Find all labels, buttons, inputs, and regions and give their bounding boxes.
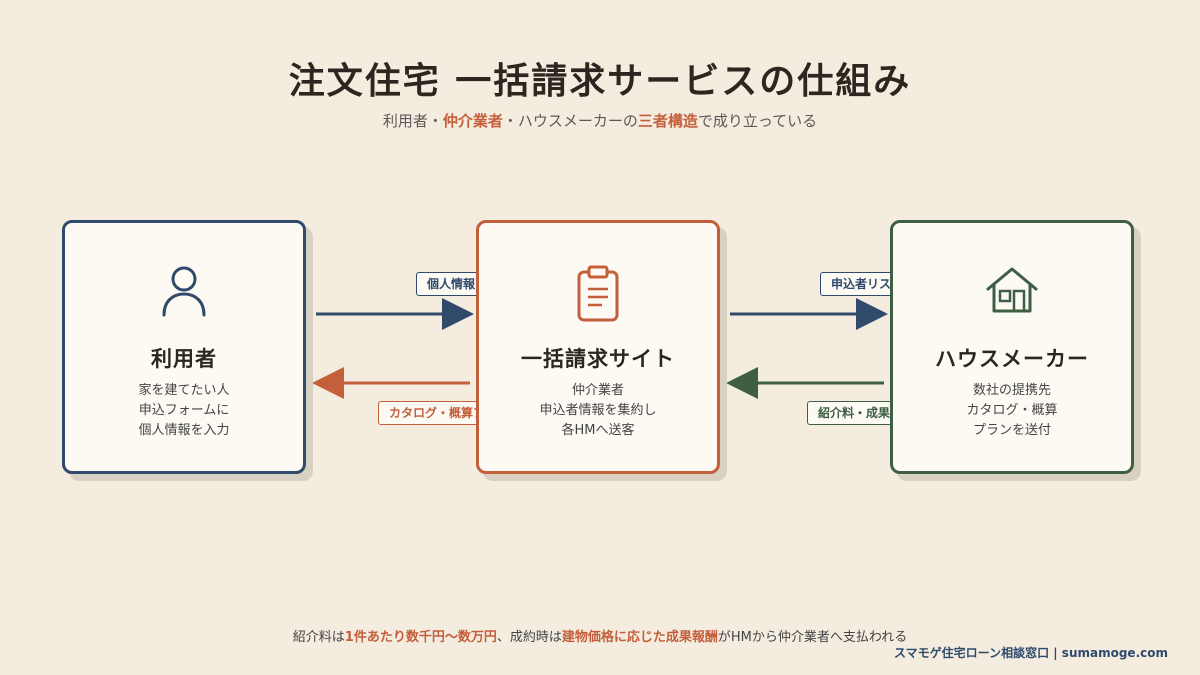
desc-line: 数社の提携先: [972, 383, 1051, 398]
subtitle-text: で成り立っている: [697, 112, 818, 130]
node-user-desc: 家を建てたい人 申込フォームに 個人情報を入力: [65, 381, 303, 441]
page-title: 注文住宅 一括請求サービスの仕組み: [288, 60, 912, 102]
node-user: 利用者 家を建てたい人 申込フォームに 個人情報を入力: [62, 220, 306, 474]
footnote-highlight: 建物価格に応じた成果報酬: [561, 630, 718, 645]
subtitle-highlight: 三者構造: [637, 112, 698, 130]
node-house-maker: ハウスメーカー 数社の提携先 カタログ・概算 プランを送付: [890, 220, 1134, 474]
clipboard-icon: [479, 265, 717, 325]
subtitle-text: ・ハウスメーカーの: [502, 112, 638, 130]
person-icon: [65, 265, 303, 325]
node-site-name: 一括請求サイト: [521, 346, 675, 371]
desc-line: 申込フォームに: [138, 403, 230, 418]
arrow-user-to-site-head: [442, 298, 474, 330]
desc-line: 家を建てたい人: [138, 383, 230, 398]
site-credit: スマモゲ住宅ローン相談窓口 | sumamoge.com: [894, 646, 1168, 660]
footnote-highlight: 1件あたり数千円〜数万円: [344, 630, 497, 645]
desc-line: 仲介業者: [571, 383, 624, 398]
page-subtitle: 利用者・仲介業者・ハウスメーカーの三者構造で成り立っている: [0, 110, 1200, 131]
footnote-text: 、成約時は: [496, 630, 562, 645]
node-site-desc: 仲介業者 申込者情報を集約し 各HMへ送客: [479, 381, 717, 441]
node-house-maker-desc: 数社の提携先 カタログ・概算 プランを送付: [893, 381, 1131, 441]
node-user-name: 利用者: [151, 346, 217, 371]
footnote: 紹介料は1件あたり数千円〜数万円、成約時は建物価格に応じた成果報酬がHMから仲介…: [0, 626, 1200, 645]
arrow-site-to-user-head: [312, 367, 344, 399]
node-site: 一括請求サイト 仲介業者 申込者情報を集約し 各HMへ送客: [476, 220, 720, 474]
desc-line: 個人情報を入力: [138, 423, 230, 438]
desc-line: カタログ・概算: [966, 403, 1058, 418]
footnote-text: 紹介料は: [292, 630, 345, 645]
node-house-maker-name: ハウスメーカー: [935, 346, 1089, 371]
desc-line: 申込者情報を集約し: [539, 403, 657, 418]
footnote-text: がHMから仲介業者へ支払われる: [717, 630, 908, 645]
desc-line: プランを送付: [972, 423, 1051, 438]
arrow-site-to-hm-head: [856, 298, 888, 330]
arrow-hm-to-site-head: [726, 367, 758, 399]
desc-line: 各HMへ送客: [561, 423, 635, 438]
subtitle-highlight: 仲介業者: [442, 112, 503, 130]
house-icon: [893, 265, 1131, 325]
subtitle-text: 利用者・: [382, 112, 443, 130]
